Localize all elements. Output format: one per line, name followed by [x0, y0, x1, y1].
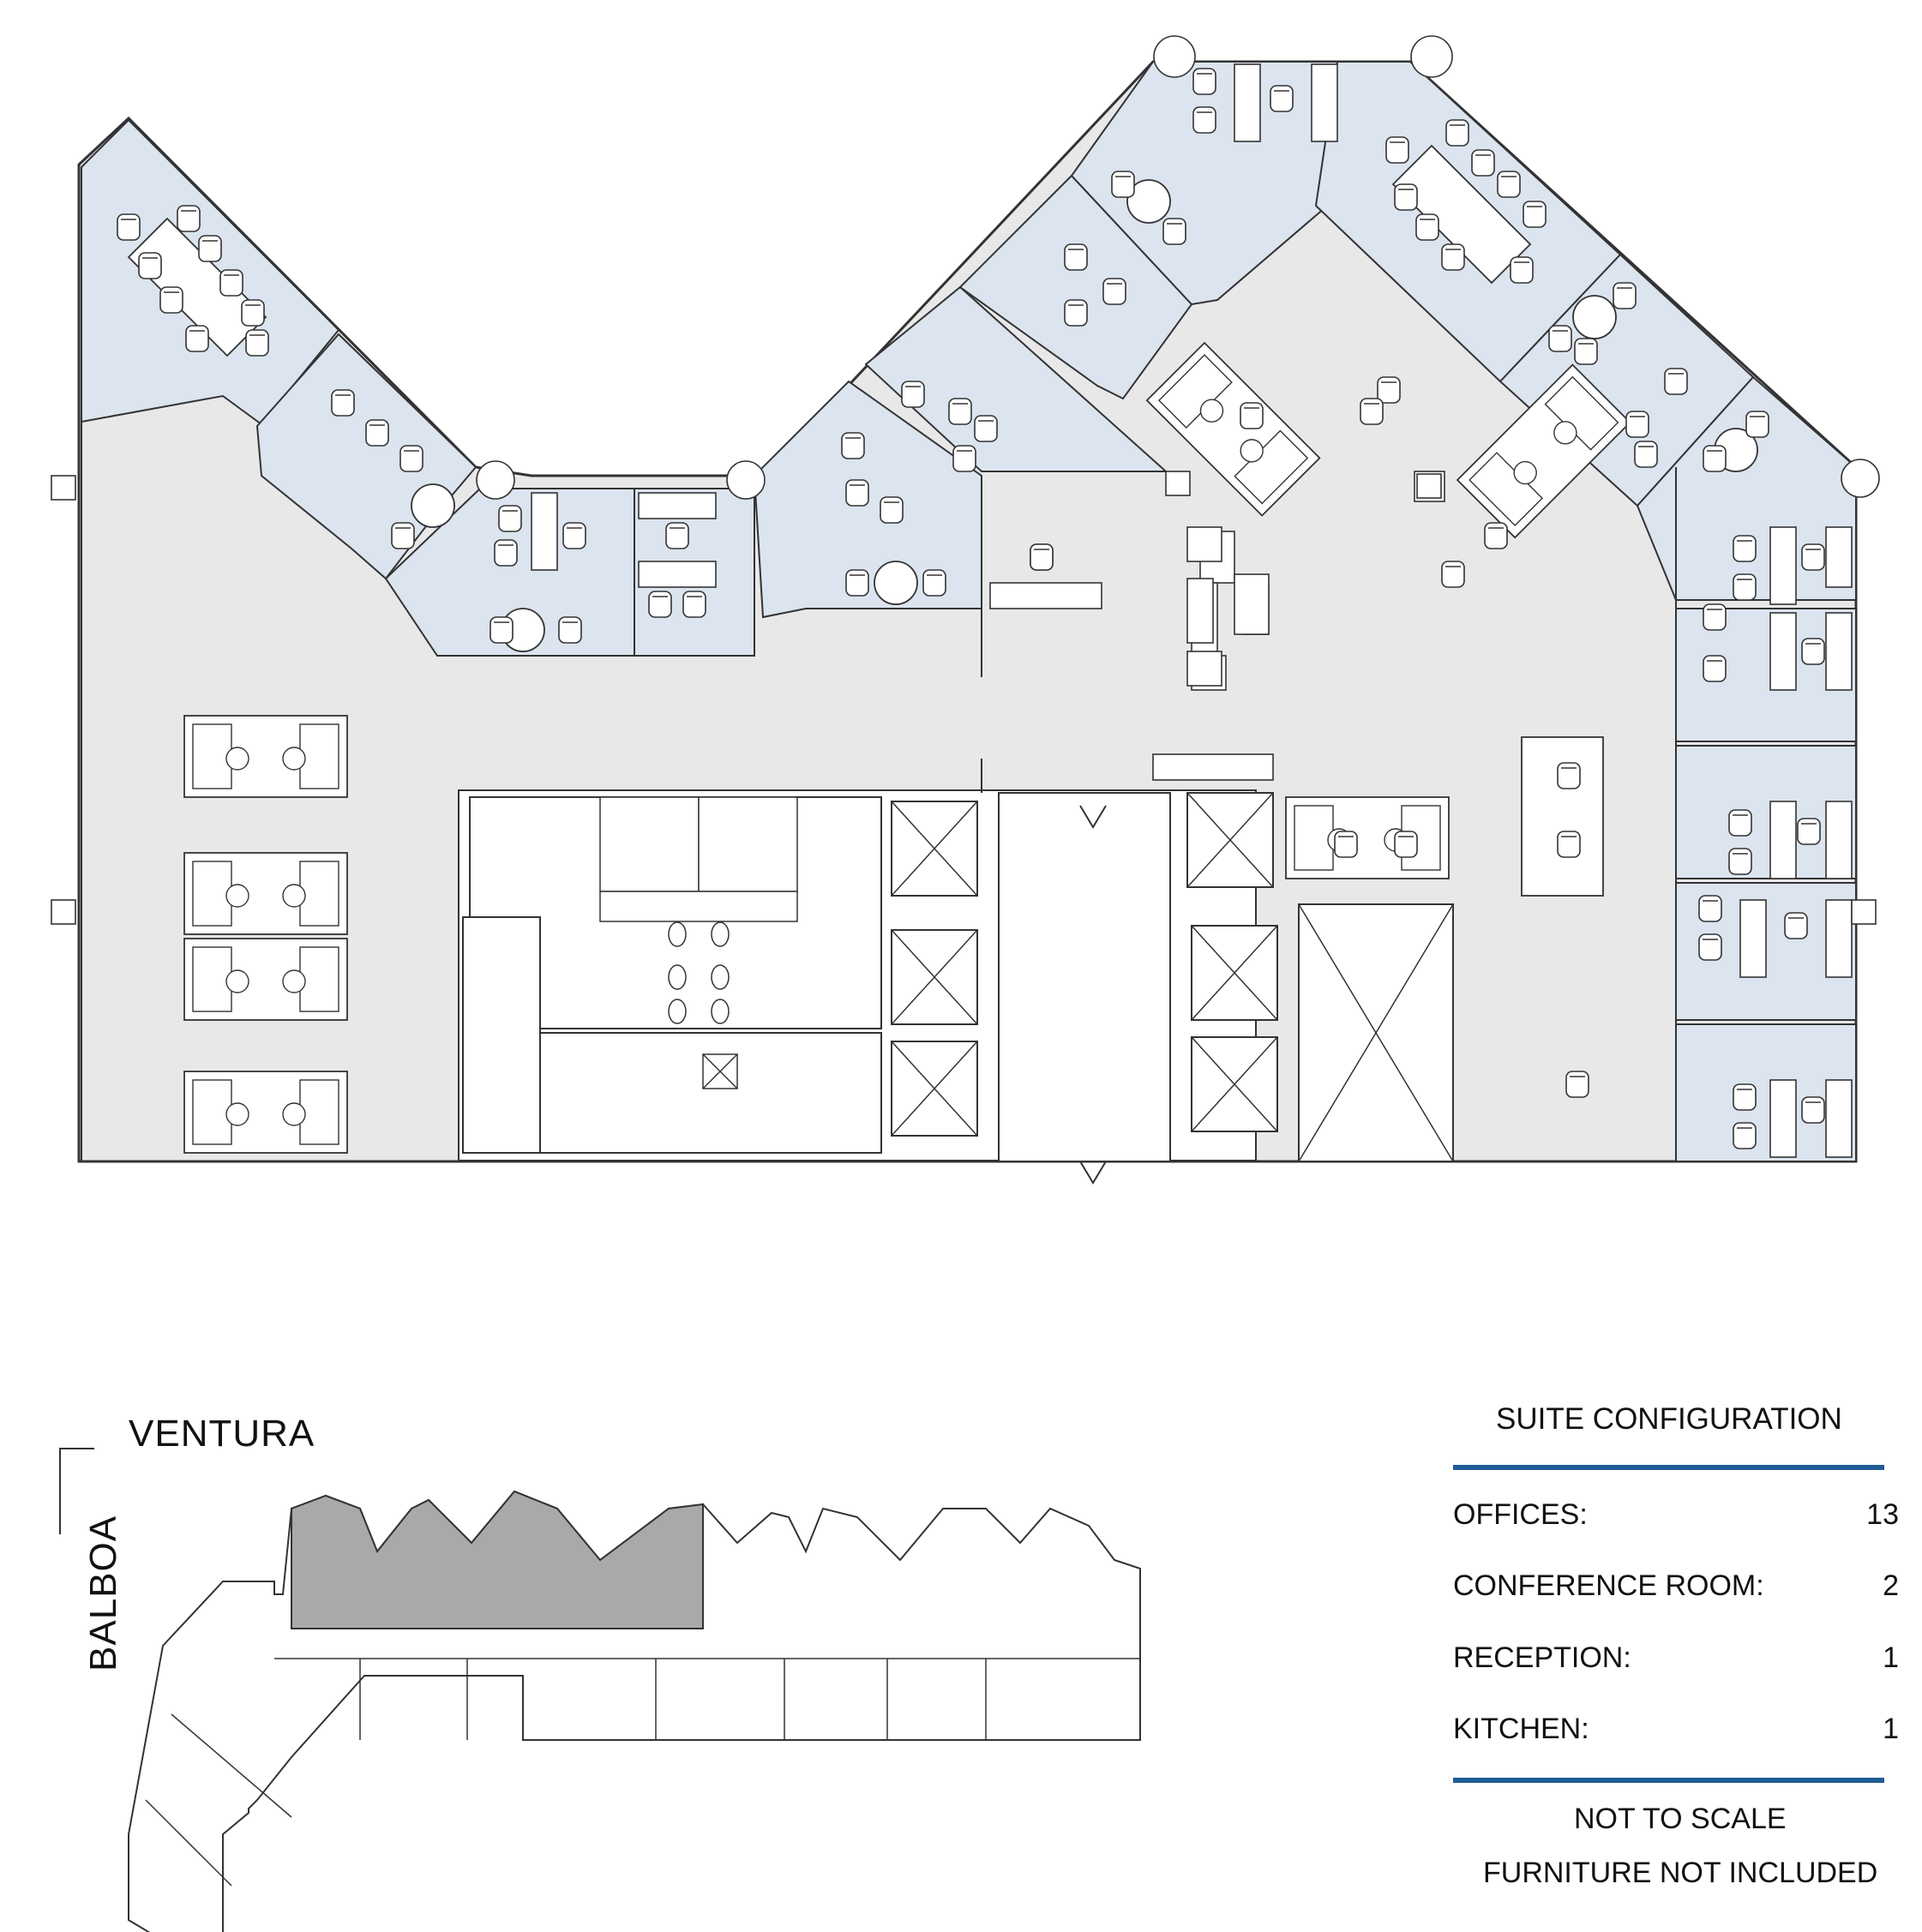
elevator-lobby — [998, 792, 1171, 1162]
building-core — [458, 789, 1454, 1162]
partitions — [81, 422, 1677, 1185]
config-value: 1 — [1883, 1713, 1899, 1745]
config-value: 2 — [1883, 1569, 1899, 1602]
restroom-fixtures — [599, 796, 798, 1089]
suite-configuration-title: SUITE CONFIGURATION — [1496, 1402, 1842, 1436]
street-label-balboa: BALBOA — [82, 1515, 124, 1671]
config-label: CONFERENCE ROOM: — [1453, 1569, 1764, 1602]
note-furniture-not-included: FURNITURE NOT INCLUDED — [1483, 1857, 1878, 1889]
column-markers — [51, 35, 1880, 925]
note-not-to-scale: NOT TO SCALE — [1574, 1803, 1787, 1835]
config-label: RECEPTION: — [1453, 1641, 1631, 1674]
bottom-rule — [1453, 1778, 1884, 1783]
title-rule — [1453, 1465, 1884, 1470]
key-plan — [59, 1448, 1141, 1932]
config-value: 1 — [1883, 1641, 1899, 1674]
key-plan-suite-highlight — [291, 1490, 704, 1629]
stair-west — [462, 916, 541, 1154]
conference-tables — [127, 144, 1758, 652]
office-east-2 — [1636, 375, 1857, 601]
config-label: KITCHEN: — [1453, 1713, 1589, 1745]
office-center-3 — [958, 174, 1193, 400]
key-plan-street-line — [59, 1448, 94, 1534]
config-value: 13 — [1866, 1498, 1899, 1531]
config-label: OFFICES: — [1453, 1498, 1588, 1531]
street-label-ventura: VENTURA — [129, 1413, 315, 1455]
